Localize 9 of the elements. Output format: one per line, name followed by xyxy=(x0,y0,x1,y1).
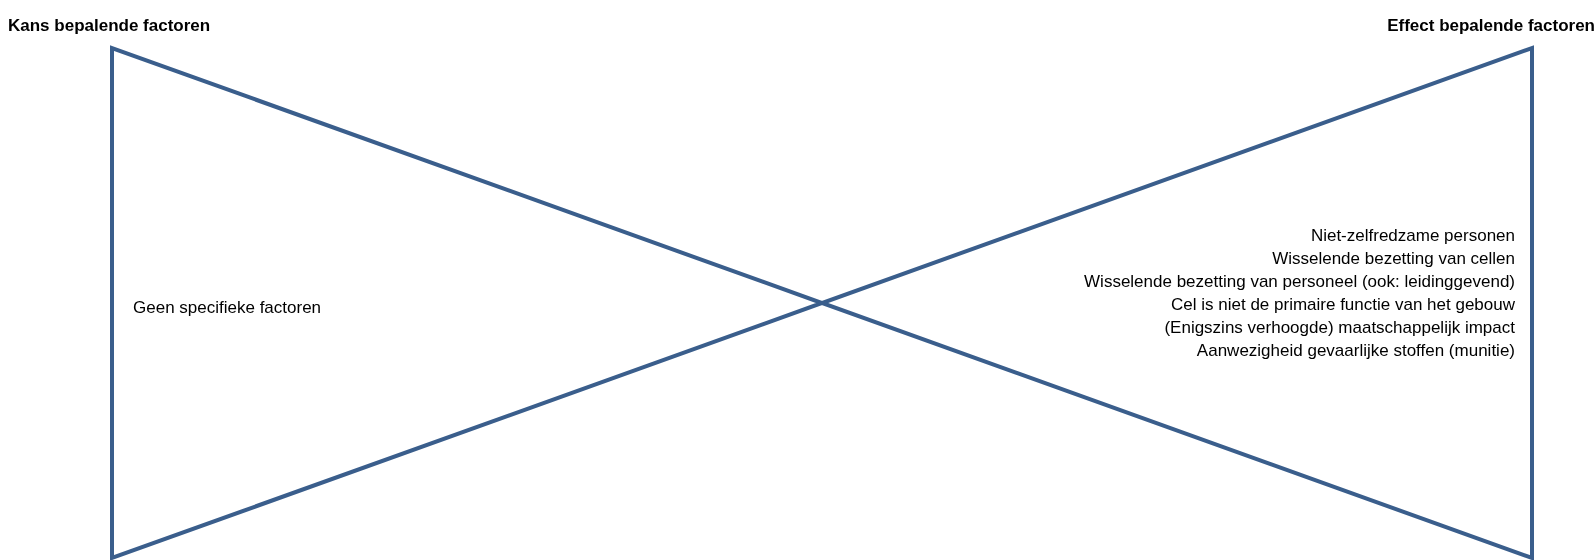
factor-text: Wisselende bezetting van cellen xyxy=(1272,248,1515,270)
factor-text: Niet-zelfredzame personen xyxy=(1310,225,1515,247)
factor-text: Aanwezigheid gevaarlijke stoffen (munitie) xyxy=(1196,340,1515,362)
heading: Effect bepalende factoren xyxy=(1387,16,1595,36)
factor-text: (Enigszins verhoogde) maatschappelijk impact xyxy=(1164,317,1515,339)
factor-text: Cel is niet de primaire functie van het gebouw xyxy=(1171,294,1515,316)
factor-text: Geen specifieke factoren xyxy=(133,297,322,319)
heading: Kans bepalende factoren xyxy=(8,16,211,36)
factor-text: Wisselende bezetting van personeel (ook: leidinggevend) xyxy=(1084,271,1515,293)
